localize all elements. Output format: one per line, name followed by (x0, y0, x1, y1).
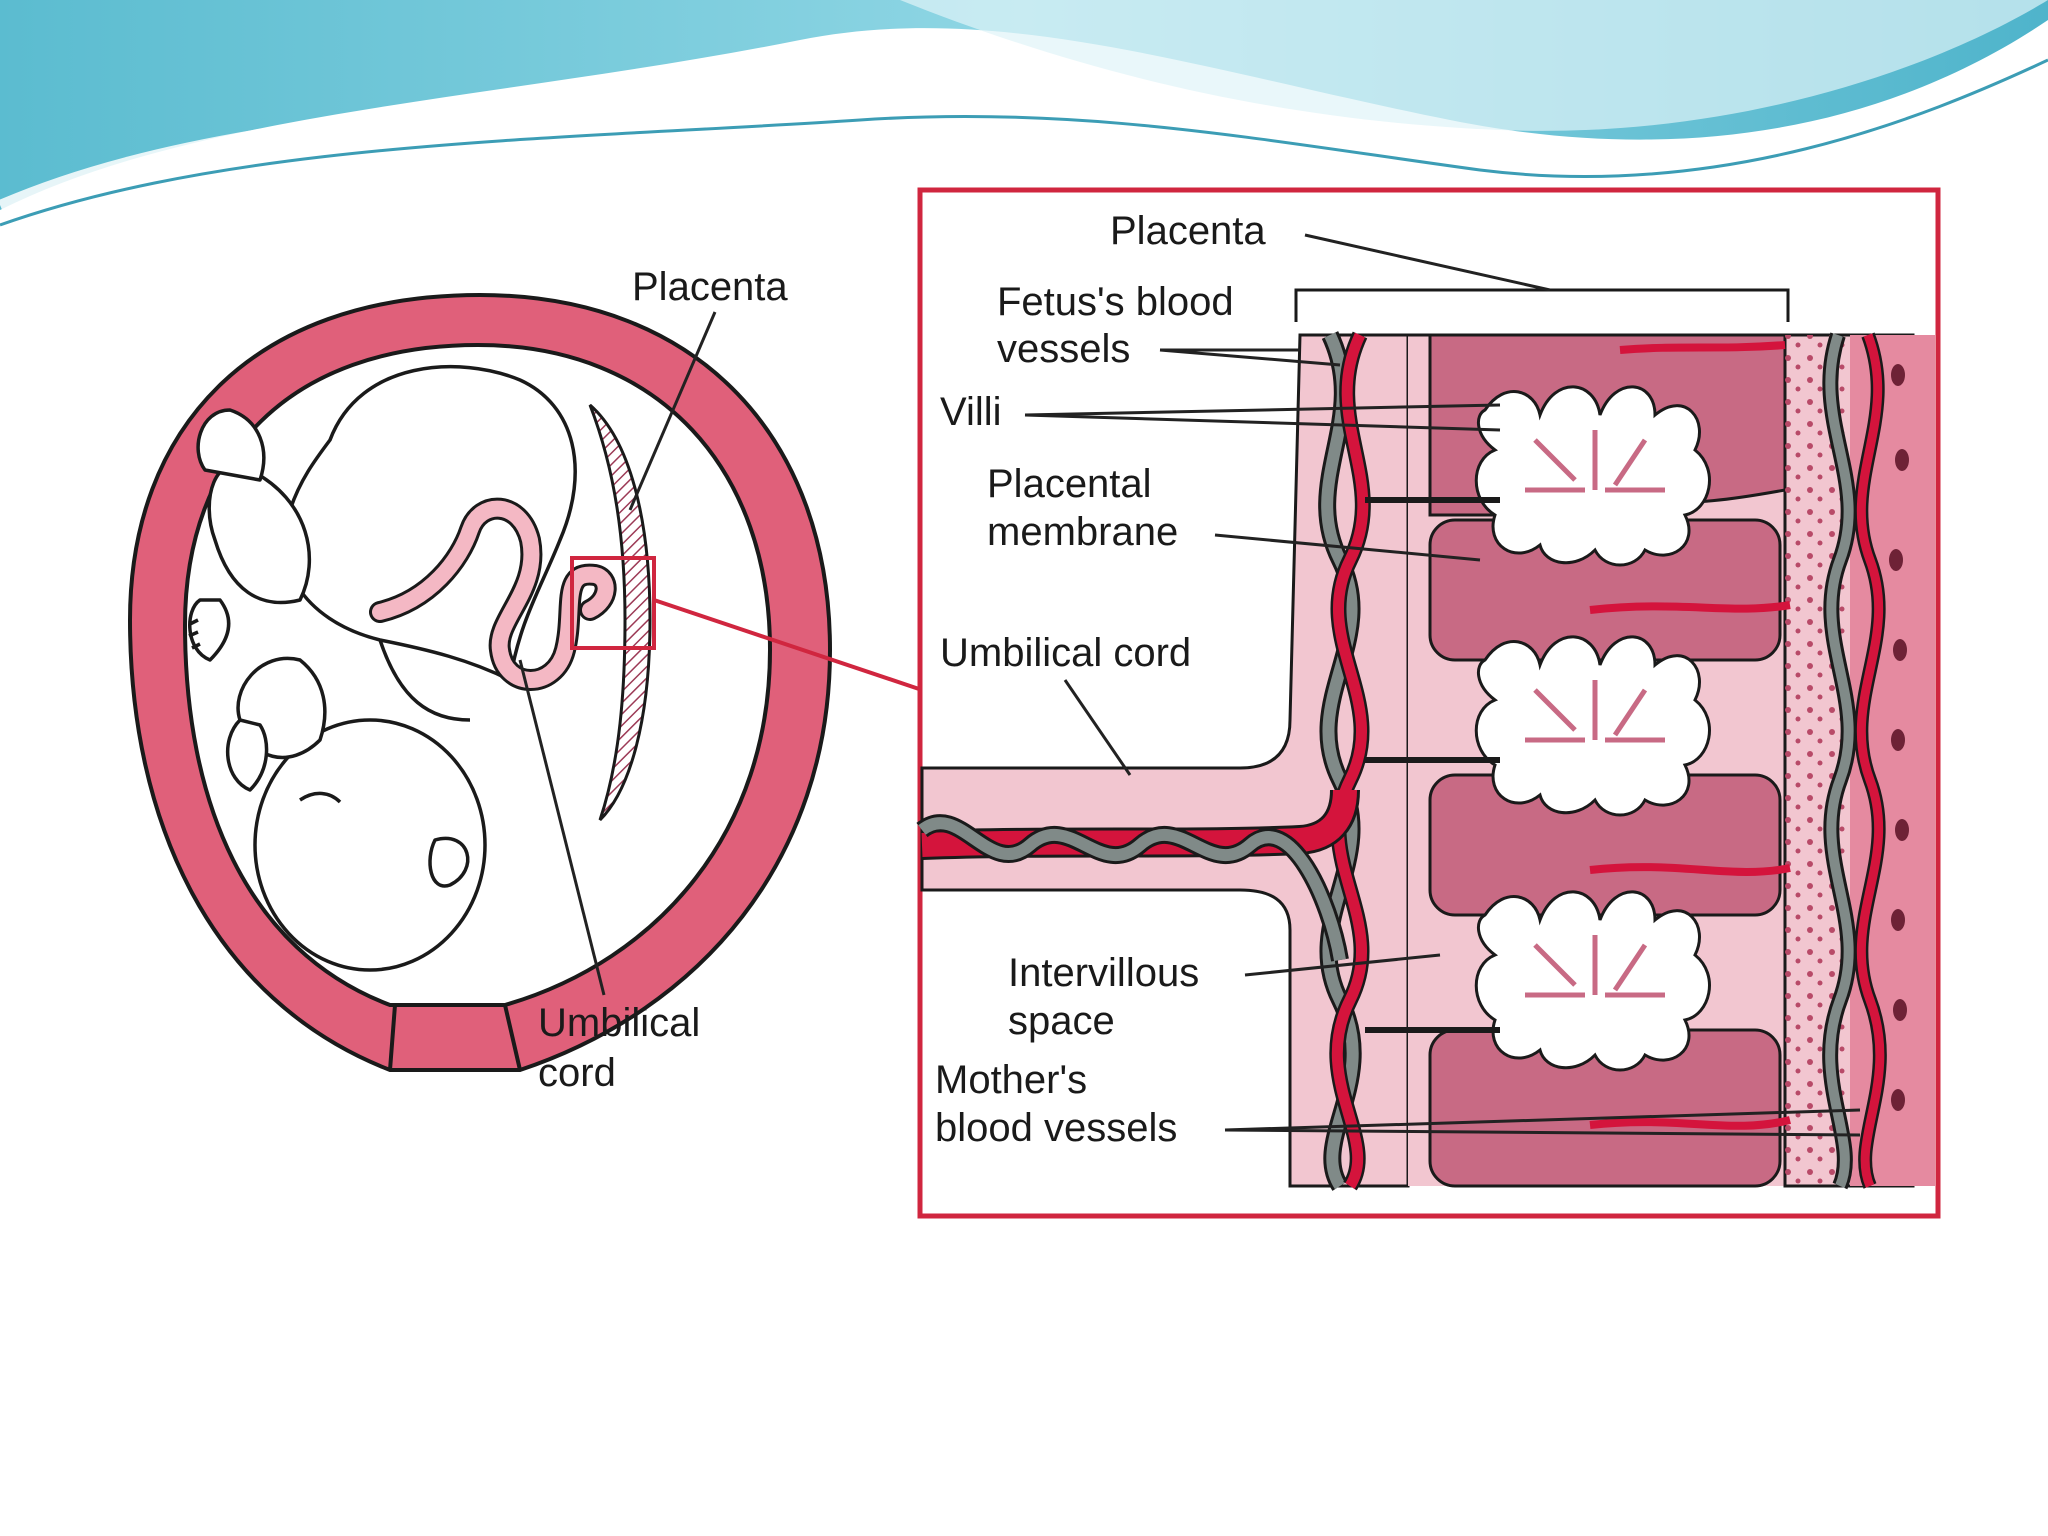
inset-intervillous-line1: Intervillous (1008, 951, 1199, 995)
inset-umbilical-cord-label: Umbilical cord (940, 631, 1191, 675)
magnify-box (570, 556, 656, 650)
inset-membrane-line1: Placental (987, 462, 1152, 506)
inset-membrane-line2: membrane (987, 510, 1178, 554)
left-umbilical-label-line2: cord (538, 1051, 616, 1095)
left-placenta-label: Placenta (632, 265, 788, 309)
inset-mothers-vessels-line2: blood vessels (935, 1106, 1177, 1150)
placenta-shape (588, 403, 652, 822)
magnify-connector (653, 598, 923, 692)
fetus-illustration (188, 364, 577, 972)
left-umbilical-label-line1: Umbilical (538, 1001, 700, 1045)
placenta-inset: Placenta Fetus's blood vessels Villi Pla… (916, 187, 1941, 1219)
placenta-bracket (1294, 288, 1790, 322)
inset-fetus-vessels-line1: Fetus's blood (997, 280, 1234, 324)
inset-mothers-vessels-line1: Mother's (935, 1058, 1087, 1102)
villi-trees (1474, 385, 1711, 1072)
inset-villi-label: Villi (940, 390, 1002, 434)
uterus-figure: Placenta Umbilical cord (127, 265, 923, 1095)
inset-placenta-label: Placenta (1110, 209, 1266, 253)
header-wave-decoration (0, 0, 2048, 227)
inset-intervillous-line2: space (1008, 999, 1115, 1043)
inset-fetus-vessels-line2: vessels (997, 327, 1130, 371)
